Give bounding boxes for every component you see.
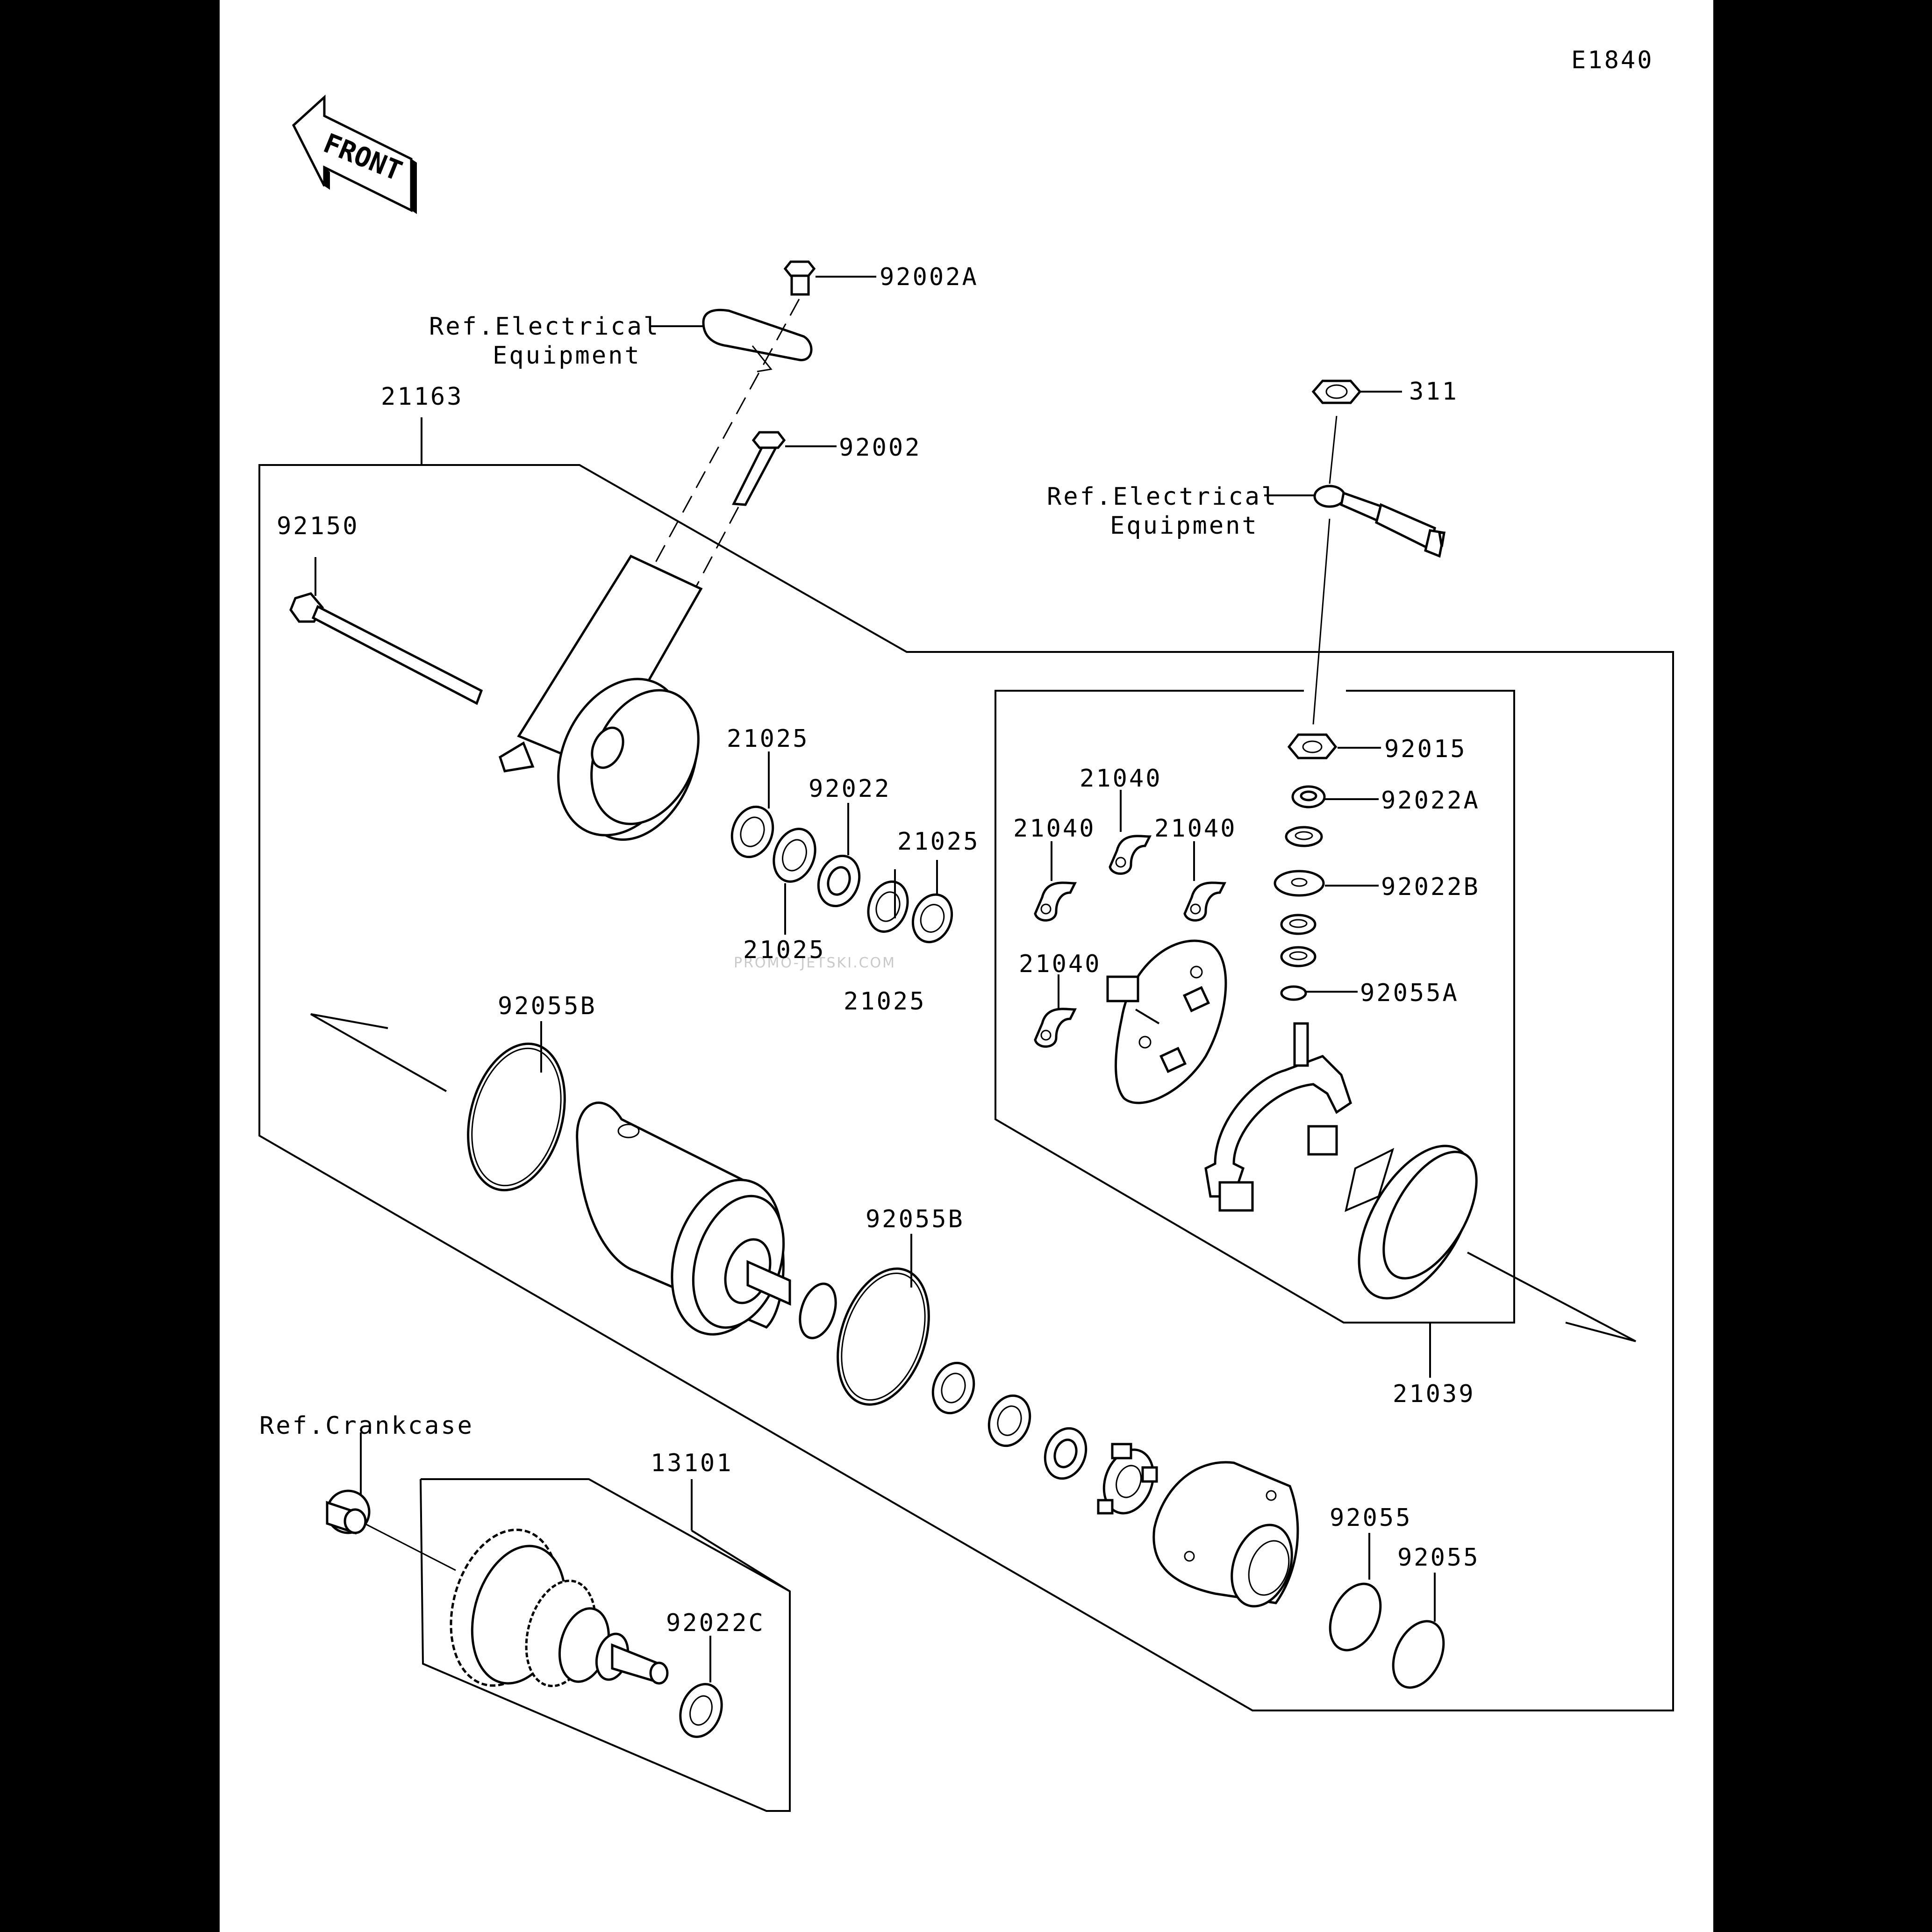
end-cover-housing — [498, 554, 703, 841]
brush-spring-21040-c — [1183, 881, 1227, 922]
o-ring-92055-a — [1329, 1582, 1382, 1652]
washer-92022A — [1291, 785, 1326, 809]
part-label-21025-a: 21025 — [727, 725, 809, 753]
terminal-cable — [1313, 485, 1445, 558]
washer-mid-3 — [1044, 1427, 1088, 1480]
bracket-21163 — [258, 464, 1674, 1711]
o-ring-92055-b — [1392, 1620, 1445, 1689]
ref-crankcase-label: Ref.Crankcase — [259, 1412, 474, 1440]
nut-92015 — [1287, 733, 1338, 759]
part-label-92022A: 92022A — [1381, 787, 1480, 815]
part-label-92002A: 92002A — [880, 263, 979, 291]
yoke-ring — [1345, 1145, 1478, 1300]
nut-311 — [1311, 379, 1362, 404]
watermark: PROMO-JETSKI.COM — [734, 955, 896, 971]
washer-small-1 — [1285, 826, 1323, 847]
starter-clutch-gear — [450, 1528, 669, 1688]
part-label-92015: 92015 — [1384, 735, 1467, 763]
part-label-21040-c: 21040 — [1154, 815, 1237, 843]
part-label-92022C: 92022C — [666, 1609, 765, 1637]
armature-yoke — [576, 1102, 837, 1339]
part-label-21040-b: 21040 — [1013, 815, 1096, 843]
part-label-92150: 92150 — [277, 512, 359, 540]
washer-21025-a — [730, 805, 774, 859]
o-ring-92055B-b — [837, 1267, 930, 1406]
part-label-92055B-a: 92055B — [498, 992, 597, 1020]
brush-yoke — [1204, 1022, 1352, 1212]
o-ring-92055A — [1280, 985, 1307, 1001]
brush-spring-21040-b — [1034, 881, 1077, 922]
part-label-92002: 92002 — [839, 434, 922, 462]
ref-electrical-label-1b: Equipment — [493, 342, 641, 370]
front-cover-housing — [1152, 1461, 1299, 1608]
washer-92022B — [1274, 870, 1325, 897]
washer-mid-2 — [987, 1394, 1031, 1447]
part-label-92022B: 92022B — [1381, 873, 1480, 901]
part-label-92055A: 92055A — [1360, 979, 1459, 1007]
brush-spring-21040-d — [1034, 1008, 1077, 1048]
part-label-92055B-b: 92055B — [866, 1205, 965, 1233]
washer-21025-b — [773, 828, 816, 883]
washer-21025-c — [867, 880, 909, 933]
brush-holder-plate — [1106, 939, 1227, 1104]
ref-electrical-label-2b: Equipment — [1110, 512, 1259, 540]
part-label-21025-b: 21025 — [743, 936, 826, 964]
electrical-clamp-1 — [702, 308, 813, 372]
part-label-21163: 21163 — [381, 383, 464, 411]
washer-92022C — [679, 1683, 723, 1738]
washer-small-2 — [1280, 914, 1317, 935]
part-label-92055-b: 92055 — [1397, 1544, 1480, 1572]
part-label-21040-a: 21040 — [1080, 765, 1162, 793]
part-label-92055-a: 92055 — [1330, 1504, 1412, 1532]
part-label-13101: 13101 — [651, 1449, 733, 1477]
washer-mid-1 — [931, 1361, 975, 1415]
washer-21025-d — [911, 893, 953, 944]
part-label-92022: 92022 — [809, 775, 891, 803]
bracket-21039 — [995, 690, 1515, 1324]
front-arrow-icon: FRONT — [292, 94, 417, 214]
washer-92022 — [817, 854, 861, 908]
o-ring-92055B-a — [467, 1042, 566, 1192]
ref-electrical-label-1: Ref.Electrical — [429, 313, 660, 341]
part-label-21025-d: 21025 — [897, 828, 980, 856]
part-label-21039: 21039 — [1393, 1380, 1475, 1408]
bolt-92002 — [732, 431, 786, 506]
part-label-311: 311 — [1409, 378, 1459, 406]
brush-spring-21040-a — [1109, 835, 1152, 875]
part-label-21040-d: 21040 — [1019, 950, 1102, 978]
ref-electrical-label-2: Ref.Electrical — [1047, 483, 1278, 511]
through-bolt-92150 — [289, 592, 483, 705]
crankcase-bushing — [326, 1489, 371, 1535]
part-label-21025-c: 21025 — [844, 987, 926, 1016]
bracket-13101 — [420, 1478, 791, 1812]
washer-small-3 — [1280, 946, 1317, 967]
retainer-clip — [1097, 1443, 1158, 1515]
bolt-92002A — [783, 260, 816, 296]
diagram-code: E1840 — [1571, 46, 1654, 74]
